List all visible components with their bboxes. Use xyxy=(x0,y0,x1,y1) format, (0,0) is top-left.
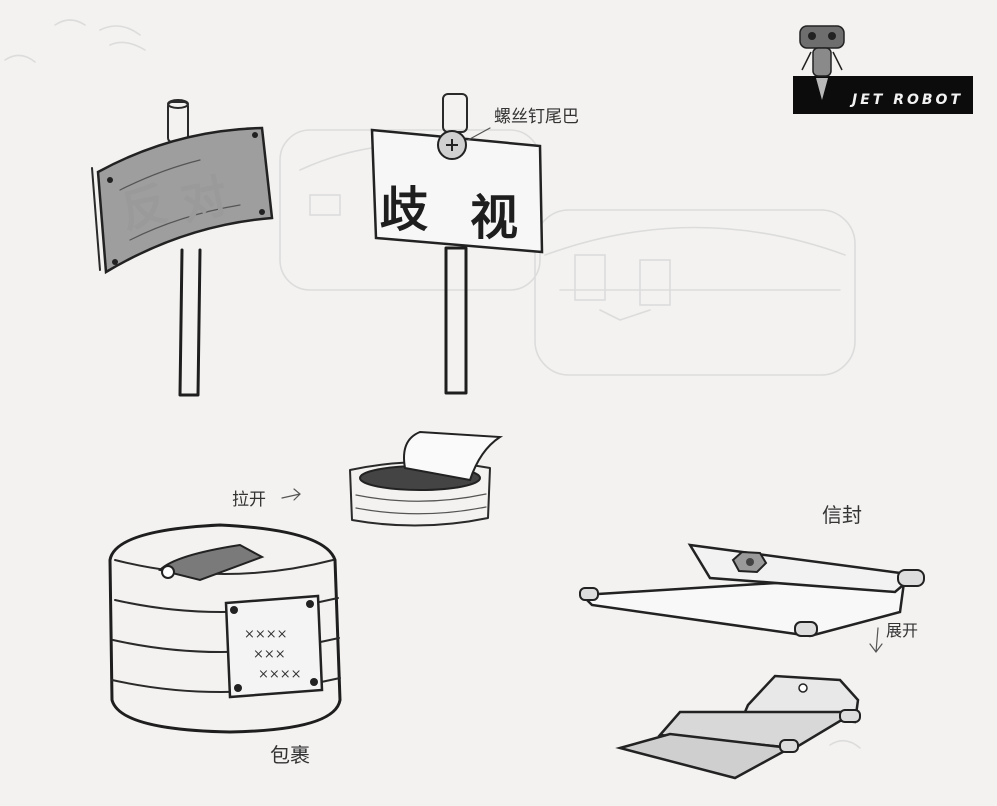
unfold-arrow-icon xyxy=(869,627,883,653)
pull-ring-icon xyxy=(161,565,175,579)
can-label-line-2: ××× xyxy=(253,647,286,662)
sign-discrimination-pole-top xyxy=(442,93,468,133)
pull-arrow-icon xyxy=(281,488,301,501)
sign-discrimination-text-1: 歧 xyxy=(380,182,428,238)
ghost-chest-right xyxy=(534,209,856,376)
envelope-flap xyxy=(687,543,918,594)
can-package: ×××× ××× ×××× 包裹 xyxy=(108,523,342,767)
pull-note: 拉开 xyxy=(232,488,301,510)
sign-oppose: 反 对 xyxy=(91,99,274,397)
envelope-hinge-left xyxy=(579,587,599,601)
sign-oppose-text-1: 反 xyxy=(116,176,172,238)
envelope-unfolded xyxy=(615,674,861,780)
sign-oppose-text-2: 对 xyxy=(176,168,232,230)
sign-discrimination: 螺丝钉尾巴 歧 视 xyxy=(370,93,579,395)
can-pull-tab xyxy=(158,543,265,582)
ghost-scribbles xyxy=(4,19,861,749)
screw-note: 螺丝钉尾巴 xyxy=(494,107,579,127)
can-caption: 包裹 xyxy=(270,743,310,767)
unfold-note-text: 展开 xyxy=(886,621,918,640)
envelope-caption: 信封 xyxy=(822,503,862,527)
can-open-detail xyxy=(349,430,504,527)
robot-icon xyxy=(799,25,845,100)
logo-text: JET ROBOT xyxy=(849,92,963,108)
can-body xyxy=(108,523,342,734)
envelope-hinge-right xyxy=(897,569,925,587)
can-label-line-1: ×××× xyxy=(244,627,288,642)
can-open-lid xyxy=(403,430,504,482)
envelope-hinge-bottom xyxy=(794,621,818,637)
can-open-body xyxy=(349,461,491,527)
unfold-note: 展开 xyxy=(869,621,918,653)
sign-discrimination-pole xyxy=(444,246,468,395)
envelope-closed: 信封 xyxy=(579,503,925,638)
sign-oppose-board xyxy=(96,126,274,275)
sign-oppose-pole xyxy=(178,248,202,397)
sign-discrimination-board xyxy=(370,128,544,254)
pull-note-text: 拉开 xyxy=(232,490,266,510)
sign-discrimination-text-2: 视 xyxy=(470,190,518,246)
jet-robot-logo: JET ROBOT xyxy=(793,25,973,114)
can-label-plate xyxy=(224,594,324,699)
can-label-line-3: ×××× xyxy=(258,667,302,682)
